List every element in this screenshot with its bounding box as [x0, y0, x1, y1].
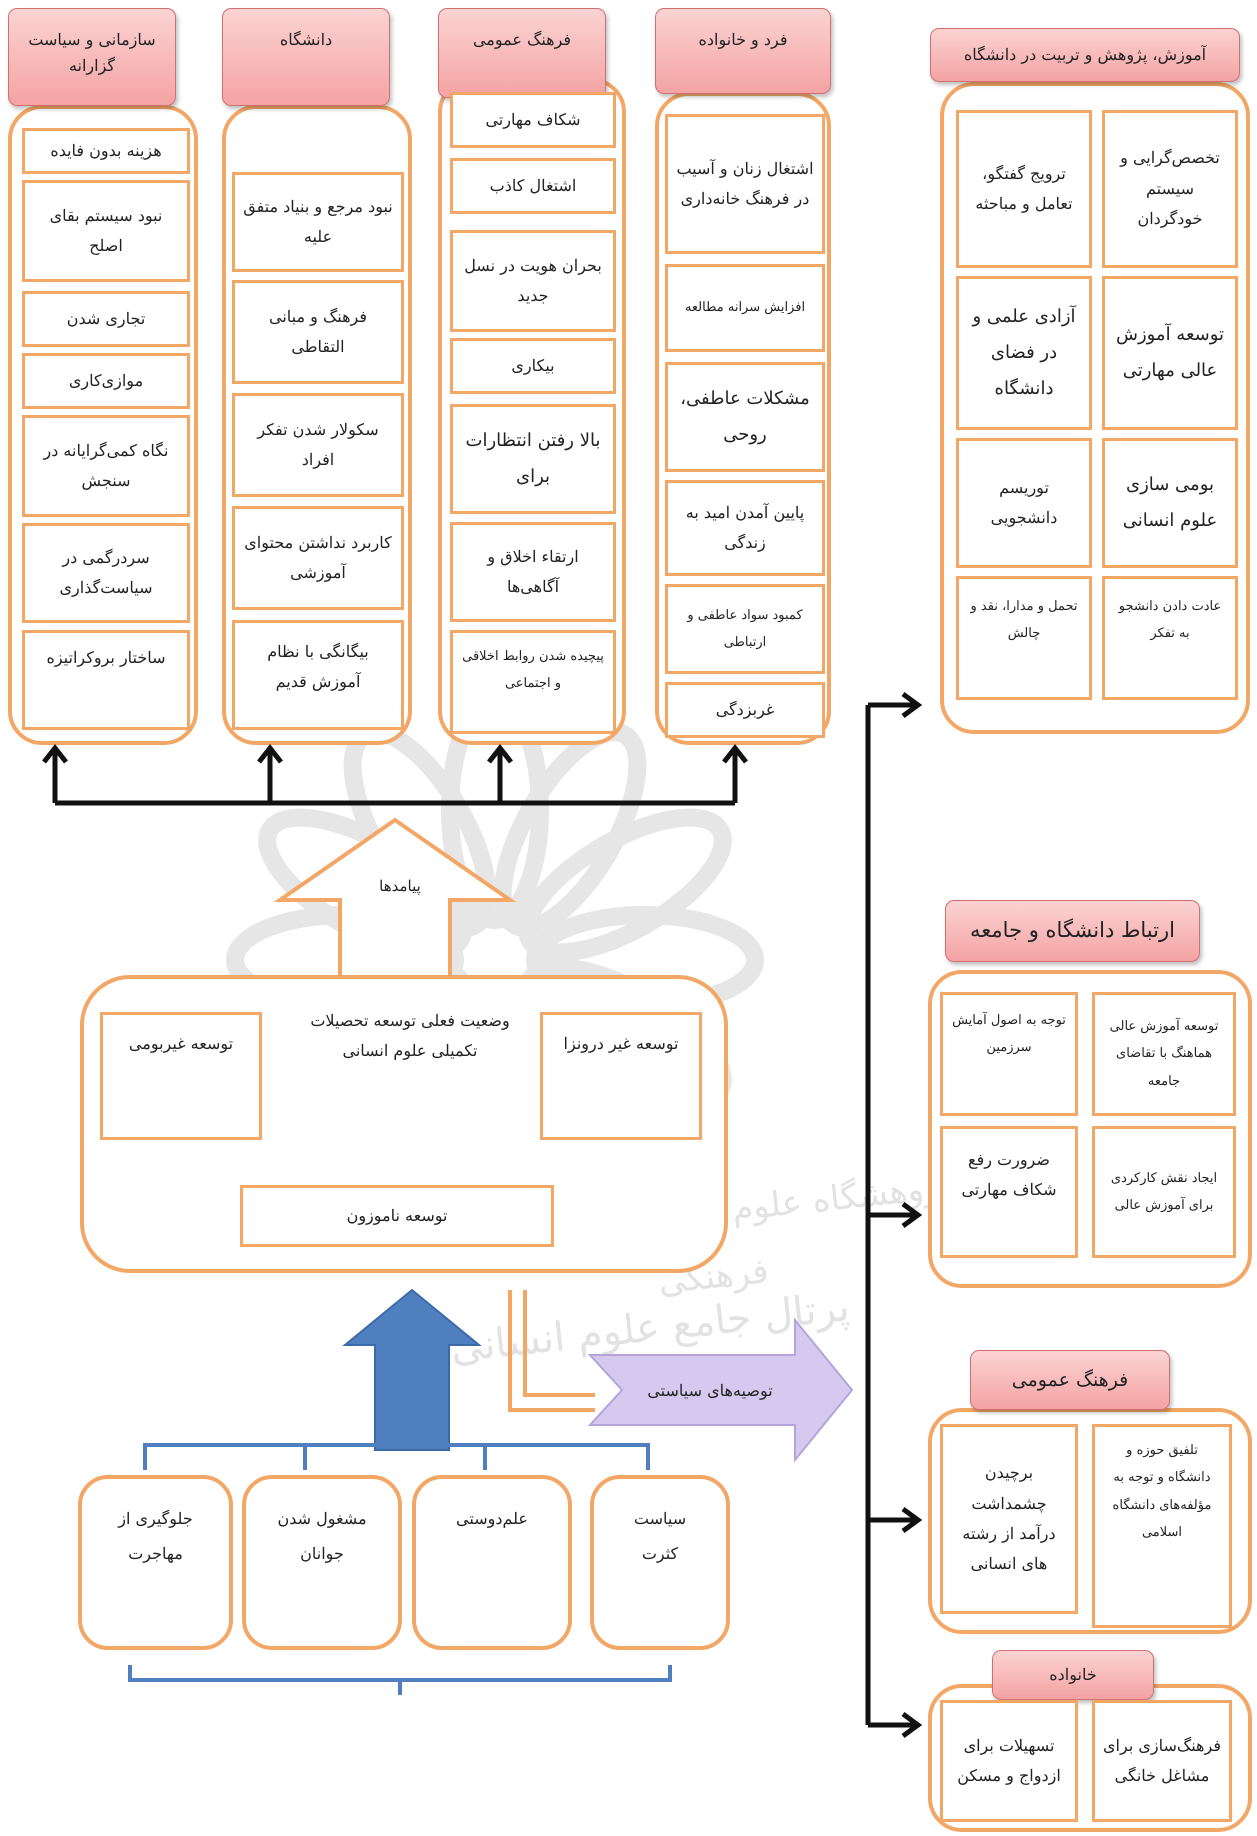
non-indigenous-box: توسعه غیربومی — [100, 1012, 262, 1140]
column-header-individual-family: فرد و خانواده — [655, 8, 831, 94]
column-organizational-item: نگاه کمی‌گرایانه در سنجش — [22, 415, 190, 517]
recommendation-item: توریسم دانشجویی — [956, 438, 1092, 568]
column-university-item: سکولار شدن تفکر افراد — [232, 393, 404, 497]
recommendation-item: توسعه آموزش عالی هماهنگ با تقاضای جامعه — [1092, 992, 1236, 1116]
column-organizational-item: نبود سیستم بقای اصلح — [22, 180, 190, 282]
causes-arrow — [342, 1288, 482, 1451]
recommendation-item: توسعه آموزش عالی مهارتی — [1102, 276, 1238, 430]
consequences-arrow — [273, 817, 517, 975]
column-university-item: فرهنگ و مبانی التقاطی — [232, 280, 404, 384]
cause-love-of-science: علم‌دوستی — [412, 1475, 572, 1650]
column-university-item: نبود مرجع و بنیاد متفق علیه — [232, 172, 404, 272]
policy-connector — [508, 1290, 595, 1412]
recommendation-item: آزادی علمی و در فضای دانشگاه — [956, 276, 1092, 430]
column-public-culture-item: شکاف مهارتی — [450, 92, 616, 148]
column-header-university: دانشگاه — [222, 8, 390, 106]
recommendation-item: تحمل و مدارا، نقد و چالش — [956, 576, 1092, 700]
cause-prevent-migration: جلوگیری از مهاجرت — [78, 1475, 233, 1650]
recommendation-header-family: خانواده — [992, 1650, 1154, 1700]
column-organizational-item: هزینه بدون فایده — [22, 128, 190, 174]
column-public-culture-item: پیچیده شدن روابط اخلاقی و اجتماعی — [450, 630, 616, 734]
recommendation-item: عادت دادن دانشجو به تفکر — [1102, 576, 1238, 700]
column-university-item: کاربرد نداشتن محتوای آموزشی — [232, 506, 404, 610]
cause-pluralism-policy: سیاست کثرت — [590, 1475, 730, 1650]
column-header-public-culture: فرهنگ عمومی — [438, 8, 606, 98]
recommendation-item: ضرورت رفع شکاف مهارتی — [940, 1126, 1078, 1258]
recommendation-item: فرهنگ‌سازی برای مشاغل خانگی — [1092, 1700, 1232, 1822]
column-organizational-item: سردرگمی در سیاست‌گذاری — [22, 523, 190, 623]
recommendation-header-public-culture: فرهنگ عمومی — [970, 1350, 1170, 1410]
recommendation-header-university-society: ارتباط دانشگاه و جامعه — [945, 900, 1200, 962]
recommendation-item: تلفیق حوزه و دانشگاه و توجه به مؤلفه‌های… — [1092, 1424, 1232, 1628]
column-individual-family-item: اشتغال زنان و آسیب در فرهنگ خانه‌داری — [665, 114, 825, 254]
column-individual-family-item: افزایش سرانه مطالعه — [665, 264, 825, 352]
recommendation-item: بومی سازی علوم انسانی — [1102, 438, 1238, 568]
causes-bottom-brace — [128, 1665, 672, 1695]
column-university-item: بیگانگی با نظام آموزش قدیم — [232, 620, 404, 730]
column-public-culture-item: بیکاری — [450, 338, 616, 394]
column-organizational-item: ساختار بروکراتیزه — [22, 630, 190, 730]
policy-recommendations-label: توصیه‌های سیاستی — [647, 1381, 773, 1400]
column-organizational-item: تجاری شدن — [22, 291, 190, 347]
column-public-culture-item: بالا رفتن انتظارات برای — [450, 404, 616, 514]
cause-youth-employment: مشغول شدن جوانان — [242, 1475, 402, 1650]
recommendation-item: ترویج گفتگو، تعامل و مباحثه — [956, 110, 1092, 268]
column-organizational-item: موازی‌کاری — [22, 353, 190, 409]
recommendation-item: ایجاد نقش کارکردی برای آموزش عالی — [1092, 1126, 1236, 1258]
recommendation-item: برچیدن چشمداشت درآمد از رشته های انسانی — [940, 1424, 1078, 1614]
unbalanced-development-box: توسعه ناموزون — [240, 1185, 554, 1247]
column-individual-family-item: غربزدگی — [665, 682, 825, 738]
recommendation-item: توجه به اصول آمایش سرزمین — [940, 992, 1078, 1116]
column-public-culture-item: ارتقاء اخلاق و آگاهی‌ها — [450, 522, 616, 622]
column-individual-family-item: کمبود سواد عاطفی و ارتباطی — [665, 584, 825, 674]
non-endogenous-box: توسعه غیر درونزا — [540, 1012, 702, 1140]
column-individual-family-item: مشکلات عاطفی، روحی — [665, 362, 825, 472]
recommendation-header-education: آموزش، پژوهش و تربیت در دانشگاه — [930, 28, 1240, 82]
consequences-label: پیامدها — [379, 877, 421, 895]
column-individual-family-item: پایین آمدن امید به زندگی — [665, 480, 825, 576]
recommendation-item: تسهیلات برای ازدواج و مسکن — [940, 1700, 1078, 1822]
column-header-organizational: سازمانی و سیاست گزارانه — [8, 8, 176, 106]
policy-arrow — [587, 1317, 854, 1463]
causes-top-bracket — [143, 1443, 650, 1458]
column-public-culture-item: بحران هویت در نسل جدید — [450, 230, 616, 332]
recommendation-item: تخصص‌گرایی و سیستم خودگردان — [1102, 110, 1238, 268]
column-public-culture-item: اشتغال کاذب — [450, 158, 616, 214]
current-status-title: وضعیت فعلی توسعه تحصیلات تکمیلی علوم انس… — [310, 1011, 510, 1061]
